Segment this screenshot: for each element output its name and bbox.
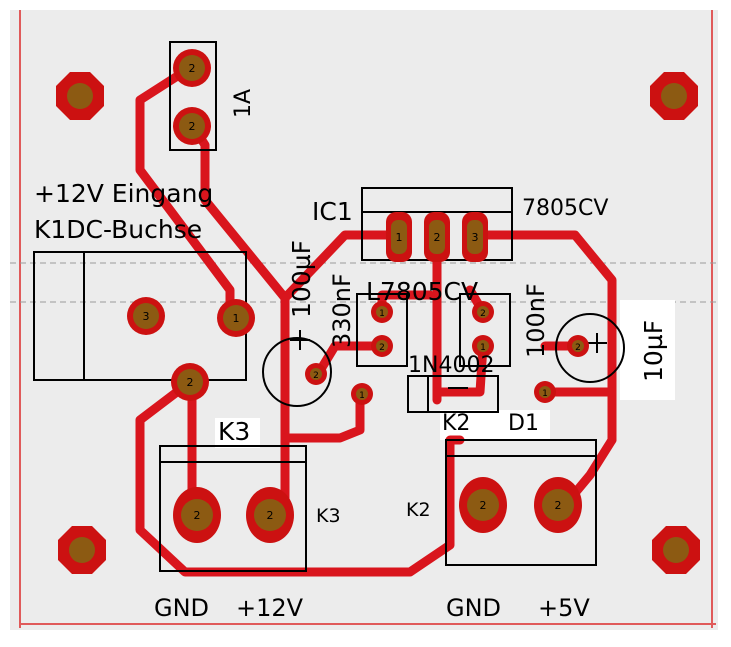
diode-outline (407, 375, 499, 413)
k3-12v-label: +12V (236, 594, 304, 622)
pad-num-fuse-bottom: 2 (189, 120, 196, 133)
pad-num-k2-a: 2 (480, 499, 487, 512)
trace-330-gnd (313, 341, 387, 379)
pad-num-c100n-top: 2 (480, 309, 486, 319)
regulator-overlay-label: L7805CV (366, 277, 478, 306)
trace-fuse-jack (135, 63, 235, 323)
c330-outline (356, 293, 408, 367)
pad-num-cin-pos: 1 (359, 391, 365, 401)
polarity-markers (290, 330, 607, 389)
pad-diode-k (534, 381, 556, 403)
c100n-value-label: 100nF (522, 283, 550, 358)
trace-fuse-regulator (188, 121, 405, 303)
pads (127, 49, 589, 543)
pad-c330-top (371, 301, 393, 323)
pad-num-reg-2: 2 (434, 231, 441, 244)
pad-num-cout-pos: 1 (542, 389, 548, 399)
pad-num-cin-neg-big: 2 (187, 376, 194, 389)
c100n-outline (459, 293, 511, 367)
k2-5v-label: +5V (538, 594, 590, 622)
cin-value-label: 100µF (287, 240, 316, 318)
pad-num-c330-bottom: 2 (379, 343, 385, 353)
pad-k3-b (246, 487, 294, 543)
pad-num-c100n-bottom: 1 (480, 343, 486, 353)
jack-label-line2: K1DC-Buchse (34, 215, 202, 244)
regulator-pads (386, 212, 488, 262)
k3-gnd-label: GND (154, 594, 209, 622)
mounting-hole-copper (67, 83, 689, 563)
k3-side-label: K3 (316, 505, 341, 527)
pad-num-jack-right: 1 (233, 312, 240, 325)
k3-outline (159, 445, 307, 572)
pad-num-fuse-top: 2 (189, 62, 196, 75)
pad-k2-a (459, 477, 507, 533)
cout-outline (555, 313, 625, 383)
k3-ref-label: K3 (218, 417, 250, 446)
label-plate-k2 (440, 410, 550, 440)
cin-outline (262, 337, 332, 407)
pad-fuse-top (173, 49, 211, 87)
trace-diode-link (280, 390, 365, 443)
pad-num-cout-neg: 2 (575, 343, 581, 353)
pad-diode-a (351, 383, 373, 405)
pad-cin-pos (305, 363, 327, 385)
label-plate-k3 (215, 418, 260, 448)
fuse-outline (169, 41, 217, 151)
pad-num-k2-b: 2 (555, 499, 562, 512)
cout-value-label: 10µF (639, 320, 668, 382)
trace-regulator-out (470, 230, 617, 445)
pad-num-reg-3: 3 (472, 231, 479, 244)
k2-side-label: K2 (406, 499, 431, 521)
pad-num-c330-top: 1 (379, 309, 385, 319)
pad-num-cin-neg: 2 (313, 371, 319, 381)
pad-c100n-top (472, 301, 494, 323)
pad-num-reg-1: 1 (396, 231, 403, 244)
diode-ref-label: D1 (508, 411, 539, 436)
pad-numbers: 2 2 3 1 1 2 3 1 2 2 1 1 2 1 2 2 2 2 2 2 (143, 62, 581, 522)
pad-cin-neg (171, 363, 209, 401)
pad-k3-a (173, 487, 221, 543)
regulator-value-label: 7805CV (522, 196, 608, 221)
pad-fuse-bottom (173, 107, 211, 145)
diode-value-label: 1N4002 (408, 353, 494, 378)
pad-k2-b (534, 477, 582, 533)
pad-num-jack-left: 3 (143, 310, 150, 323)
label-plate-10uf (620, 300, 675, 400)
pad-num-k3-a: 2 (194, 509, 201, 522)
trace-100n-gnd (432, 341, 488, 397)
regulator-ref-label: IC1 (312, 197, 353, 226)
k2-outline (445, 439, 597, 566)
pad-num-k3-b: 2 (267, 509, 274, 522)
pad-jack-right (217, 299, 255, 337)
k2-gnd-label: GND (446, 594, 501, 622)
c330-value-label: 330nF (328, 273, 356, 348)
labels: 1A +12V Eingang K1DC-Buchse IC1 7805CV L… (34, 89, 668, 622)
fuse-value-label: 1A (231, 89, 256, 118)
pad-cout-pos (567, 335, 589, 357)
pad-jack-left (127, 297, 165, 335)
jack-label-line1: +12V Eingang (34, 179, 213, 208)
diode-k2-label: K2 (442, 411, 470, 436)
pad-c330-bottom (371, 335, 393, 357)
pad-c100n-bottom (472, 335, 494, 357)
